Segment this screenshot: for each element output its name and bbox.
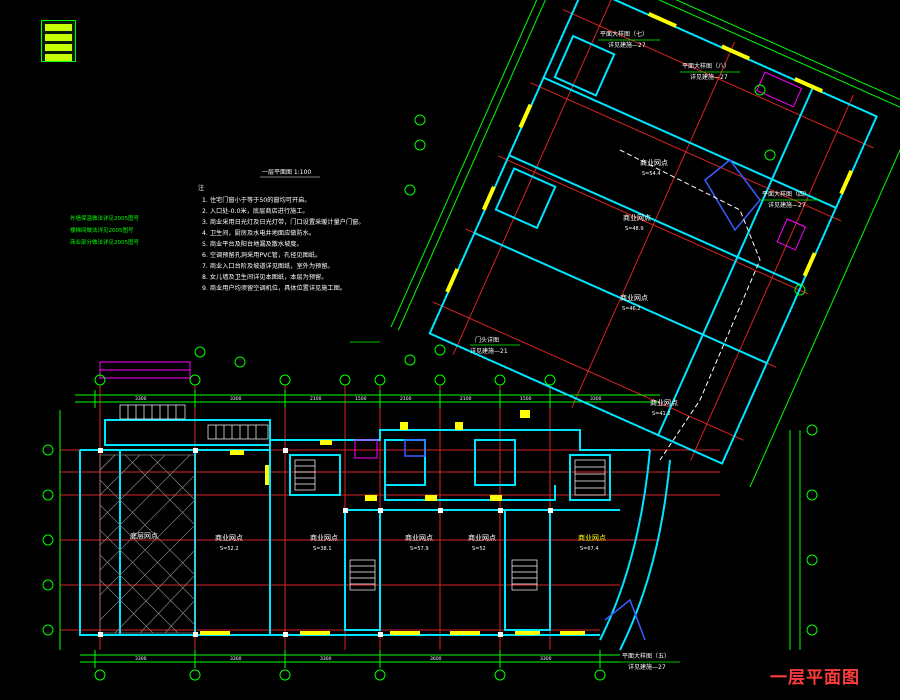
stairs (119, 404, 606, 591)
room-area: S=38.1 (313, 546, 332, 552)
room-area: S=46.2 (622, 306, 641, 312)
section-labels: 平面大样图（七） 详见建施—27 平面大样图（八） 详见建施—27 平面大样图（… (470, 30, 810, 671)
note-line: 2. 入口处-0.0米，底层商店进行施工。 (202, 207, 309, 215)
room-name: 商业网点 (578, 533, 606, 542)
side-note: 楼梯间做法详见2005图号 (70, 226, 134, 234)
room-labels: 商业网点 S=52.2 商业网点 S=38.1 商业网点 S=57.9 商业网点… (130, 158, 678, 552)
dimension-numbers: 3300 3300 2100 1500 2100 2100 1500 3300 3300… (135, 396, 602, 662)
section-label: 门头详图 (475, 336, 499, 344)
note-line: 6. 空调预留孔洞采用PVC管，孔径见图纸。 (202, 251, 321, 259)
room-name: 商业网点 (623, 213, 651, 222)
side-note: 商业部分做法详见2005图号 (70, 238, 139, 246)
note-line: 9. 商业用户均须留空调机位，具体位置详见施工图。 (202, 284, 346, 292)
room-name: 底层网点 (130, 531, 158, 540)
leader-lines (350, 39, 820, 663)
svg-text:1500: 1500 (355, 396, 367, 402)
svg-text:3300: 3300 (320, 656, 332, 662)
legend-swatch (41, 20, 76, 62)
note-line: 8. 女儿墙及卫生间详见本图纸，本层为预留。 (202, 273, 327, 281)
room-name: 商业网点 (640, 158, 668, 167)
side-notes: 外墙保温做法详见2005图号 楼梯间做法详见2005图号 商业部分做法详见200… (70, 214, 139, 246)
room-area: S=52 (472, 546, 486, 552)
section-label: 平面大样图（四） (762, 190, 810, 198)
svg-text:2100: 2100 (460, 396, 472, 402)
room-area: S=67.4 (580, 546, 599, 552)
room-area: S=52.2 (220, 546, 239, 552)
notes-header: 注 (198, 184, 204, 192)
note-line: 7. 商业入口台阶及坡道详见图纸，室外为预留。 (202, 262, 334, 270)
section-ref: 详见建施—27 (608, 41, 646, 49)
note-line: 4. 卫生间，厨房及水电井地面应做防水。 (202, 229, 315, 237)
svg-text:3300: 3300 (590, 396, 602, 402)
section-label: 平面大样图（七） (600, 30, 648, 38)
axis-bubbles (42, 84, 818, 681)
section-label: 平面大样图（五） (622, 652, 670, 660)
room-name: 商业网点 (650, 398, 678, 407)
room-name: 商业网点 (468, 533, 496, 542)
room-name: 商业网点 (620, 293, 648, 302)
svg-text:3300: 3300 (135, 656, 147, 662)
room-name: 商业网点 (405, 533, 433, 542)
scale-label: 一层平面图 1:100 (262, 169, 311, 176)
svg-text:3300: 3300 (540, 656, 552, 662)
drawing-notes: 一层平面图 1:100 注 1. 住宅门窗小于等于50的窗均可开启。 2. 入口… (198, 169, 365, 292)
courtyard-hatch (99, 454, 196, 634)
section-ref: 详见建施—27 (768, 201, 806, 209)
section-ref: 详见建施—27 (628, 663, 666, 671)
room-area: S=41.2 (652, 411, 671, 417)
svg-text:3300: 3300 (230, 656, 242, 662)
room-area: S=48.9 (625, 226, 644, 232)
note-line: 5. 商业平台及阳台地漏及散水坡度。 (202, 240, 303, 248)
room-area: S=54.4 (642, 171, 661, 177)
windows (200, 12, 854, 635)
section-ref: 详见建施—27 (690, 73, 728, 81)
svg-text:1500: 1500 (520, 396, 532, 402)
svg-text:3300: 3300 (135, 396, 147, 402)
svg-text:3600: 3600 (430, 656, 442, 662)
drawing-title: 一层平面图 (770, 668, 860, 688)
columns (98, 448, 553, 637)
svg-text:3300: 3300 (230, 396, 242, 402)
room-area: S=57.9 (410, 546, 429, 552)
axis-grid (60, 0, 874, 650)
note-line: 3. 商业采用日光灯及日光灯带，门口设置采暖计量户门窗。 (202, 218, 365, 226)
dimension-lines (59, 0, 900, 668)
walls (79, 0, 878, 651)
note-line: 1. 住宅门窗小于等于50的窗均可开启。 (202, 196, 311, 204)
boundary-line (619, 149, 761, 461)
furniture (99, 71, 807, 459)
room-name: 商业网点 (215, 533, 243, 542)
blue-accents (404, 158, 761, 641)
room-name: 商业网点 (310, 533, 338, 542)
svg-text:2100: 2100 (310, 396, 322, 402)
svg-text:2100: 2100 (400, 396, 412, 402)
section-label: 平面大样图（八） (682, 62, 730, 70)
side-note: 外墙保温做法详见2005图号 (70, 214, 139, 222)
section-ref: 详见建施—21 (470, 347, 508, 355)
